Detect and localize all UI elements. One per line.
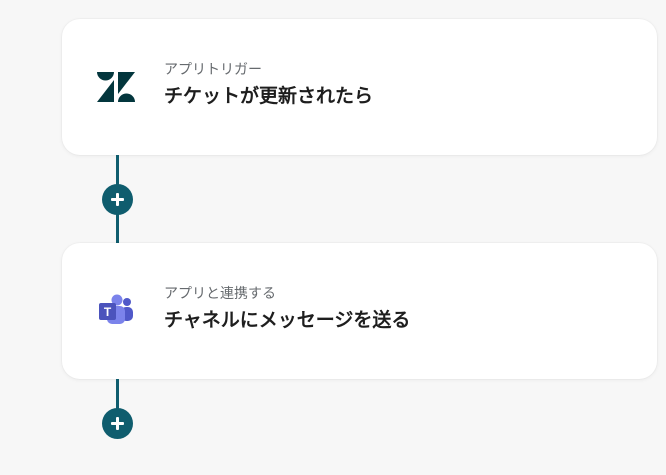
step-title: チケットが更新されたら: [164, 85, 374, 107]
plus-icon: [111, 417, 124, 430]
step-subtitle: アプリと連携する: [164, 286, 276, 302]
add-step-button[interactable]: [102, 184, 133, 215]
flow-connector-line: [116, 379, 119, 419]
zendesk-logo-icon: [96, 69, 136, 105]
microsoft-teams-logo-icon: T: [96, 293, 136, 329]
flow-step-trigger-card[interactable]: アプリトリガー チケットが更新されたら: [62, 19, 657, 155]
add-step-button[interactable]: [102, 408, 133, 439]
flow-step-action-card[interactable]: T アプリと連携する チャネルにメッセージを送る: [62, 243, 657, 379]
plus-icon: [111, 193, 124, 206]
step-subtitle: アプリトリガー: [164, 62, 262, 78]
step-title: チャネルにメッセージを送る: [164, 309, 411, 331]
step-text-group: アプリと連携する チャネルにメッセージを送る: [164, 285, 410, 333]
step-text-group: アプリトリガー チケットが更新されたら: [164, 61, 373, 109]
svg-text:T: T: [104, 305, 112, 319]
